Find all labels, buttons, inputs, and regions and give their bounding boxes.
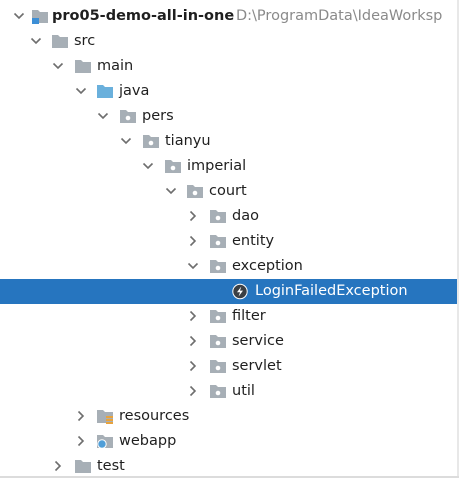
chevron-down-icon[interactable]	[96, 109, 110, 123]
source-folder-icon	[96, 83, 114, 100]
tree-row-entity[interactable]: entity	[0, 229, 459, 254]
tree-row-dao[interactable]: dao	[0, 204, 459, 229]
tree-label: src	[74, 33, 96, 49]
tree-row-court[interactable]: court	[0, 179, 459, 204]
package-icon	[209, 208, 227, 225]
chevron-right-icon[interactable]	[186, 359, 200, 373]
package-icon	[209, 233, 227, 250]
web-folder-icon	[96, 433, 114, 450]
chevron-right-icon[interactable]	[74, 409, 88, 423]
tree-row-test[interactable]: test	[0, 454, 459, 478]
chevron-down-icon[interactable]	[12, 9, 26, 23]
chevron-right-icon[interactable]	[74, 434, 88, 448]
project-path: D:\ProgramData\IdeaWorksp	[236, 8, 443, 24]
tree-label: court	[209, 183, 247, 199]
chevron-down-icon[interactable]	[186, 259, 200, 273]
chevron-down-icon[interactable]	[141, 159, 155, 173]
chevron-down-icon[interactable]	[164, 184, 178, 198]
tree-row-tianyu[interactable]: tianyu	[0, 129, 459, 154]
package-icon	[209, 333, 227, 350]
chevron-right-icon[interactable]	[186, 209, 200, 223]
tree-label: main	[97, 58, 134, 74]
tree-label: webapp	[119, 433, 177, 449]
folder-icon	[51, 33, 69, 50]
tree-label: java	[119, 83, 150, 99]
tree-row-webapp[interactable]: webapp	[0, 429, 459, 454]
tree-row-project[interactable]: pro05-demo-all-in-one D:\ProgramData\Ide…	[0, 4, 459, 29]
package-icon	[209, 383, 227, 400]
tree-label: exception	[232, 258, 303, 274]
tree-label: filter	[232, 308, 266, 324]
tree-label: imperial	[187, 158, 247, 174]
tree-label: resources	[119, 408, 190, 424]
chevron-down-icon[interactable]	[29, 34, 43, 48]
package-icon	[142, 133, 160, 150]
chevron-down-icon[interactable]	[51, 59, 65, 73]
tree-label: test	[97, 458, 125, 474]
vertical-scrollbar[interactable]	[457, 0, 459, 478]
horizontal-scrollbar[interactable]	[0, 476, 459, 478]
chevron-down-icon[interactable]	[74, 84, 88, 98]
chevron-down-icon[interactable]	[119, 134, 133, 148]
chevron-right-icon[interactable]	[186, 234, 200, 248]
tree-row-servlet[interactable]: servlet	[0, 354, 459, 379]
tree-label: entity	[232, 233, 275, 249]
tree-row-resources[interactable]: resources	[0, 404, 459, 429]
tree-label: LoginFailedException	[255, 283, 408, 299]
project-name: pro05-demo-all-in-one	[52, 8, 235, 24]
package-icon	[209, 358, 227, 375]
tree-row-imperial[interactable]: imperial	[0, 154, 459, 179]
folder-icon	[74, 458, 92, 475]
chevron-right-icon[interactable]	[186, 309, 200, 323]
module-folder-icon	[31, 8, 49, 25]
resources-folder-icon	[96, 408, 114, 425]
tree-label: dao	[232, 208, 259, 224]
exception-class-icon	[231, 283, 249, 300]
package-icon	[164, 158, 182, 175]
package-icon	[186, 183, 204, 200]
tree-label: tianyu	[165, 133, 211, 149]
chevron-right-icon[interactable]	[186, 334, 200, 348]
package-icon	[209, 308, 227, 325]
tree-row-service[interactable]: service	[0, 329, 459, 354]
chevron-right-icon[interactable]	[186, 384, 200, 398]
package-icon	[119, 108, 137, 125]
chevron-right-icon[interactable]	[51, 459, 65, 473]
folder-icon	[74, 58, 92, 75]
tree-label: servlet	[232, 358, 282, 374]
tree-row-util[interactable]: util	[0, 379, 459, 404]
tree-row-exception[interactable]: exception	[0, 254, 459, 279]
tree-label: service	[232, 333, 284, 349]
tree-row-src[interactable]: src	[0, 29, 459, 54]
tree-row-java[interactable]: java	[0, 79, 459, 104]
tree-row-filter[interactable]: filter	[0, 304, 459, 329]
package-icon	[209, 258, 227, 275]
tree-row-main[interactable]: main	[0, 54, 459, 79]
tree-row-login-failed-exception[interactable]: LoginFailedException	[0, 279, 459, 304]
tree-label: pers	[142, 108, 174, 124]
tree-label: util	[232, 383, 255, 399]
tree-row-pers[interactable]: pers	[0, 104, 459, 129]
